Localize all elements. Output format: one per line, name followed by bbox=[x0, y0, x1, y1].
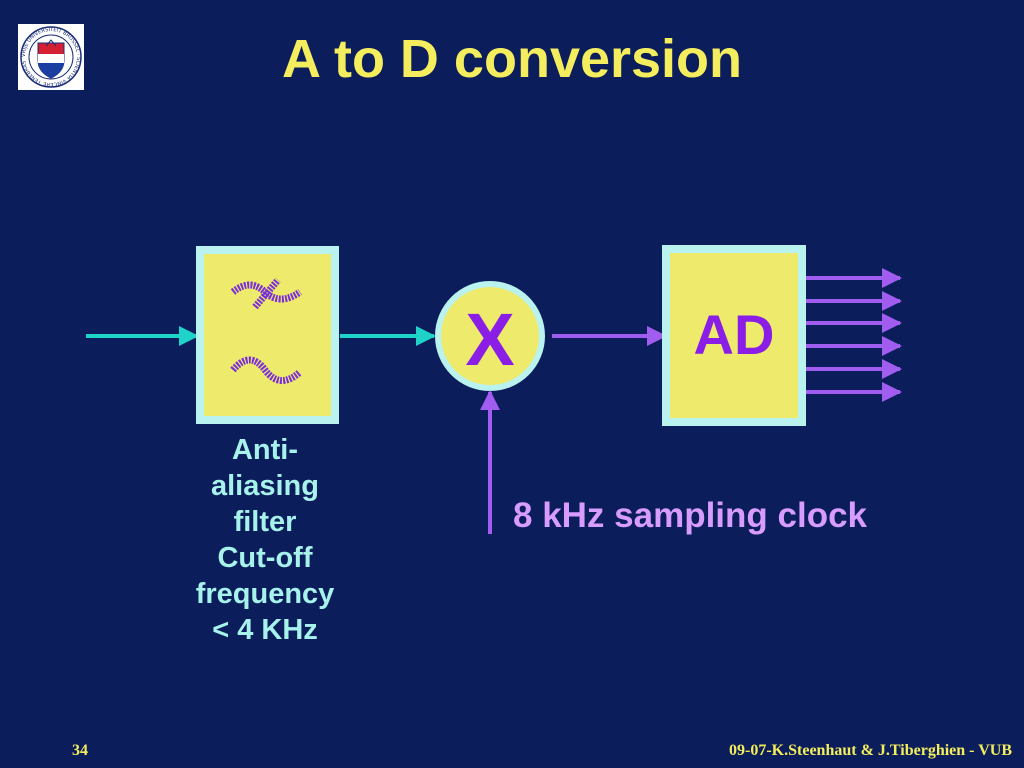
filter-description: Anti- aliasing filter Cut-off frequency … bbox=[170, 432, 360, 648]
filter-label-line: aliasing bbox=[211, 470, 319, 502]
footer-credit: 09-07-K.Steenhaut & J.Tiberghien - VUB bbox=[729, 742, 1012, 759]
ad-converter-block: AD bbox=[662, 245, 806, 426]
ad-label: AD bbox=[694, 303, 775, 366]
lowpass-filter-symbol-icon bbox=[230, 277, 303, 310]
filter-label-line: frequency bbox=[195, 578, 335, 610]
mixer-node: X bbox=[435, 281, 545, 391]
mixer-symbol: X bbox=[465, 298, 514, 381]
sine-wave-icon bbox=[230, 356, 303, 384]
vub-logo-icon: VRIJE UNIVERSITEIT BRUSSEL · SCIENTIA VI… bbox=[18, 24, 84, 90]
output-bits-arrows bbox=[806, 268, 902, 402]
filter-label-line: Anti- bbox=[231, 434, 299, 466]
page-title: A to D conversion bbox=[281, 29, 743, 89]
anti-aliasing-filter-block bbox=[196, 246, 339, 424]
page-number: 34 bbox=[72, 742, 88, 759]
filter-label-line: filter bbox=[233, 506, 297, 538]
sampling-clock-label: 8 kHz sampling clock bbox=[513, 496, 868, 535]
filter-label-line: < 4 KHz bbox=[212, 614, 318, 646]
filter-label-line: Cut-off bbox=[217, 542, 313, 574]
